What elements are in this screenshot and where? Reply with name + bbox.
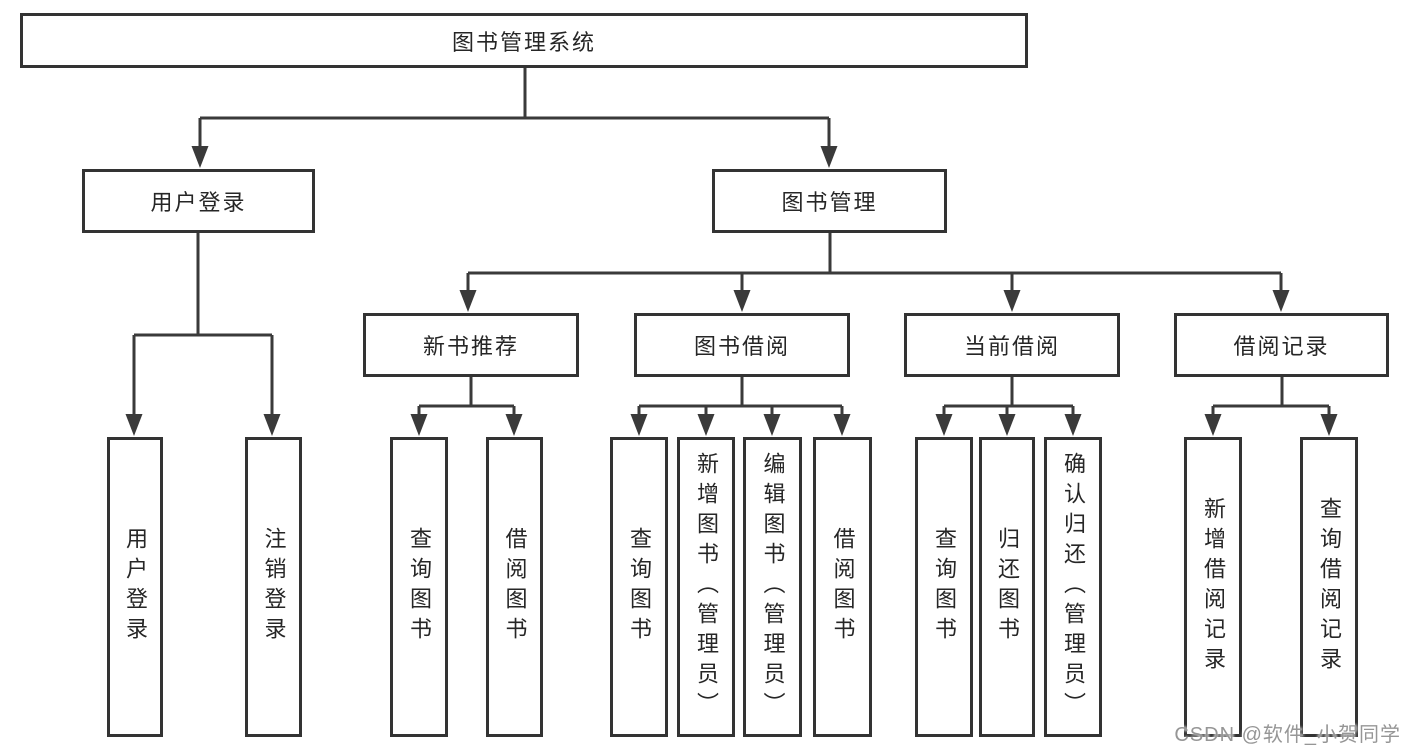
node-library-system-root: 图书管理系统 — [20, 13, 1028, 68]
leaf-query-books-current: 查询图书 — [915, 437, 973, 737]
leaf-confirm-return-admin: 确认归还（管理员） — [1044, 437, 1102, 737]
leaf-return-book: 归还图书 — [979, 437, 1035, 737]
leaf-logout: 注销登录 — [245, 437, 302, 737]
node-current-borrow: 当前借阅 — [904, 313, 1120, 377]
leaf-query-books-borrow: 查询图书 — [610, 437, 668, 737]
leaf-query-books-recommend: 查询图书 — [390, 437, 448, 737]
leaf-add-borrow-record: 新增借阅记录 — [1184, 437, 1242, 737]
node-borrow-records: 借阅记录 — [1174, 313, 1389, 377]
leaf-query-borrow-record: 查询借阅记录 — [1300, 437, 1358, 737]
csdn-watermark: CSDN @软件_小贺同学 — [1174, 724, 1401, 746]
leaf-borrow-books: 借阅图书 — [813, 437, 872, 737]
node-new-book-recommend: 新书推荐 — [363, 313, 579, 377]
leaf-edit-book-admin: 编辑图书（管理员） — [743, 437, 802, 737]
node-user-login: 用户登录 — [82, 169, 315, 233]
leaf-add-book-admin: 新增图书（管理员） — [677, 437, 735, 737]
leaf-user-login: 用户登录 — [107, 437, 163, 737]
node-book-management: 图书管理 — [712, 169, 947, 233]
node-book-borrow: 图书借阅 — [634, 313, 850, 377]
leaf-borrow-books-recommend: 借阅图书 — [486, 437, 543, 737]
